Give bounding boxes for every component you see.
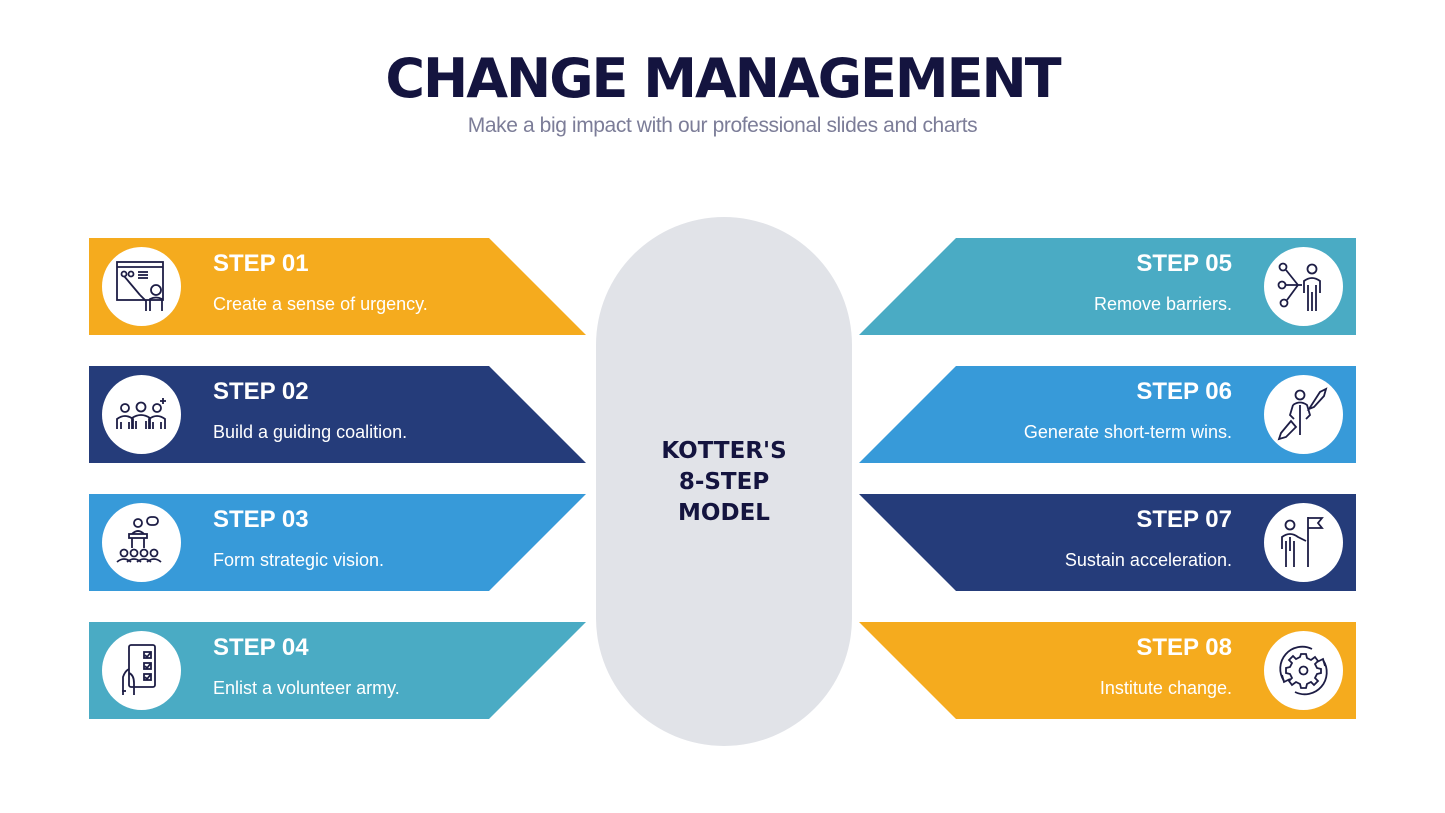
- person-growth-arrows-icon: [1277, 387, 1328, 441]
- banner-shape: [89, 494, 586, 591]
- step-01-banner: STEP 01 Create a sense of urgency.: [89, 238, 586, 335]
- step-07-banner: STEP 07 Sustain acceleration.: [859, 494, 1356, 591]
- step-label: STEP 07: [1136, 506, 1232, 533]
- icon-circle: [1264, 503, 1343, 582]
- banner-shape: [859, 494, 1356, 591]
- banner-shape: [89, 366, 586, 463]
- icon-circle: [102, 503, 181, 582]
- banner-shape: [859, 366, 1356, 463]
- step-label: STEP 05: [1136, 250, 1232, 277]
- icon-circle: [1264, 375, 1343, 454]
- icon-circle: [102, 631, 181, 710]
- banner-shape: [859, 622, 1356, 719]
- step-description: Enlist a volunteer army.: [213, 678, 400, 698]
- step-label: STEP 04: [213, 634, 309, 661]
- person-flag-icon: [1281, 517, 1324, 567]
- center-label-line2: 8-STEP: [678, 469, 770, 495]
- step-label: STEP 06: [1136, 378, 1232, 405]
- step-label: STEP 01: [213, 250, 309, 277]
- step-08-banner: STEP 08 Institute change.: [859, 622, 1356, 719]
- team-group-icon: [116, 398, 166, 429]
- checklist-clipboard-icon: [122, 644, 156, 695]
- step-description: Create a sense of urgency.: [213, 294, 428, 314]
- icon-circle: [1264, 631, 1343, 710]
- icon-circle: [1264, 247, 1343, 326]
- step-02-banner: STEP 02 Build a guiding coalition.: [89, 366, 586, 463]
- banner-shape: [89, 238, 586, 335]
- step-03-banner: STEP 03 Form strategic vision.: [89, 494, 586, 591]
- step-04-banner: STEP 04 Enlist a volunteer army.: [89, 622, 586, 719]
- center-label: KOTTER'S 8-STEP MODEL: [596, 436, 852, 529]
- step-06-banner: STEP 06 Generate short-term wins.: [859, 366, 1356, 463]
- presentation-board-icon: [116, 261, 164, 311]
- banner-shape: [89, 622, 586, 719]
- step-description: Remove barriers.: [1093, 294, 1232, 314]
- icon-circle: [102, 247, 181, 326]
- step-description: Generate short-term wins.: [1023, 422, 1232, 442]
- step-description: Form strategic vision.: [213, 550, 385, 570]
- page-title: CHANGE MANAGEMENT: [385, 47, 1061, 110]
- center-label-line1: KOTTER'S: [661, 438, 787, 464]
- step-label: STEP 08: [1136, 634, 1232, 661]
- step-label: STEP 02: [213, 378, 309, 405]
- center-label-line3: MODEL: [678, 500, 770, 526]
- step-05-banner: STEP 05 Remove barriers.: [859, 238, 1356, 335]
- speaker-audience-icon: [116, 516, 162, 563]
- center-pill: [596, 217, 852, 746]
- step-label: STEP 03: [213, 506, 309, 533]
- step-description: Build a guiding coalition.: [213, 422, 408, 442]
- step-description: Sustain acceleration.: [1064, 550, 1232, 570]
- step-description: Institute change.: [1099, 678, 1232, 698]
- person-network-icon: [1277, 262, 1321, 311]
- banner-shape: [859, 238, 1356, 335]
- gear-cycle-icon: [1279, 645, 1328, 696]
- icon-circle: [102, 375, 181, 454]
- page-subtitle: Make a big impact with our professional …: [467, 114, 978, 137]
